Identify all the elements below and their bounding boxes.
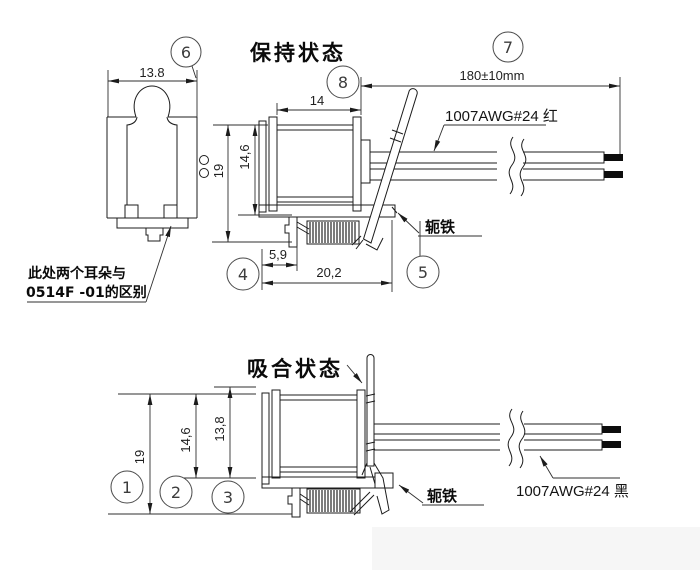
holding-dim-base: 20,2 [316,265,341,280]
holding-right-flange [352,116,362,212]
background-tint [372,527,700,570]
holding-dim-wire-text: 180±10mm [460,68,525,83]
wire-break-symbol [508,136,516,195]
attracted-dim-inner: 14,6 [178,427,193,452]
holding-coil [306,220,360,245]
holding-dim-top: 14 [276,77,362,115]
holding-yoke-plate [258,204,398,218]
front-left-ear [124,204,139,219]
holding-wire-label-text: 1007AWG#24 红 [445,108,558,125]
wire-break-symbol-2 [507,408,515,467]
attracted-right-flange [356,389,366,479]
attracted-left-flange [271,389,281,479]
attracted-wire-2 [373,439,603,451]
attracted-wire-2-tip [602,441,621,448]
front-hole-lower [199,168,209,178]
front-view: 13.8 6 此处两个耳朵与 0514F -01的区别 [26,36,209,303]
attracted-left-plate [261,392,270,485]
holding-yoke-label-text: 轭铁 [425,218,455,236]
holding-armature [351,88,418,251]
holding-left-flange [268,116,278,212]
front-note: 此处两个耳朵与 0514F -01的区别 [26,225,172,303]
holding-bobbin [276,124,354,203]
attracted-dim-core: 13,8 [212,416,227,441]
attracted-bobbin [279,394,358,473]
holding-hook [284,217,298,248]
holding-dim-inner: 14,6 [237,144,252,169]
holding-wire-label: 1007AWG#24 红 [433,108,558,152]
note-line1: 此处两个耳朵与 [28,265,126,282]
attracted-dims-left: 19 14,6 13,8 [108,386,292,515]
holding-terminal [360,139,371,184]
balloon-8: 8 [326,65,360,99]
attracted-wire-1 [373,423,603,435]
holding-dim-height: 19 [211,164,226,178]
balloon-6: 6 [170,36,202,79]
attracted-view: 吸合状态 19 14,6 13,8 [108,354,629,518]
front-right-ear [163,204,178,219]
balloon-1: 1 [110,470,144,504]
holding-wire-1 [369,151,605,164]
attracted-coil [306,488,361,514]
attracted-wires [373,408,621,469]
balloon-8-number: 8 [338,73,348,92]
holding-dim-wire: 180±10mm [361,68,621,156]
attracted-hook [287,488,301,518]
holding-dims-left: 19 14,6 [211,124,292,243]
attracted-yoke-label: 轭铁 [398,484,484,506]
holding-left-plate [258,120,267,213]
holding-dim-offset: 5,9 [269,247,287,262]
holding-wire-2 [369,168,605,181]
balloon-5: 5 [406,255,440,289]
balloon-4: 4 [226,257,260,291]
attracted-yoke-plate [261,476,376,489]
balloon-2-number: 2 [171,483,181,502]
holding-title: 保持状态 [249,41,346,65]
balloon-1-number: 1 [122,478,132,497]
holding-wire-1-tip [604,154,623,161]
holding-view: 保持状态 19 14,6 14 180±10mm [211,31,623,292]
attracted-wire-label: 1007AWG#24 黑 [516,455,629,500]
balloon-7: 7 [492,31,524,63]
attracted-wire-1-tip [602,426,621,433]
holding-wires [369,136,623,197]
holding-dim-top-text: 14 [310,93,324,108]
attracted-armature [361,354,390,515]
holding-wire-2-tip [604,171,623,178]
front-dim-width: 13.8 [107,65,198,117]
attracted-dim-height: 19 [132,450,147,464]
holding-body [258,116,398,248]
holding-dims-bottom: 5,9 20,2 [261,220,421,292]
attracted-wire-label-text: 1007AWG#24 黑 [516,483,629,500]
balloon-4-number: 4 [238,265,248,284]
balloon-7-number: 7 [503,38,513,57]
attracted-title-leader [346,364,363,384]
balloon-3: 3 [211,480,245,514]
front-hole-upper [199,155,209,165]
front-bracket-outline [106,85,209,242]
note-line2: 0514F -01的区别 [26,284,147,301]
attracted-title: 吸合状态 [247,357,343,381]
balloon-5-number: 5 [418,263,428,282]
balloon-6-number: 6 [181,43,191,62]
front-dim-width-text: 13.8 [139,65,164,80]
attracted-yoke-end [374,472,394,489]
balloon-2: 2 [159,475,193,509]
holding-yoke-label: 轭铁 [397,212,482,237]
attracted-yoke-label-text: 轭铁 [427,487,457,505]
balloon-3-number: 3 [223,488,233,507]
